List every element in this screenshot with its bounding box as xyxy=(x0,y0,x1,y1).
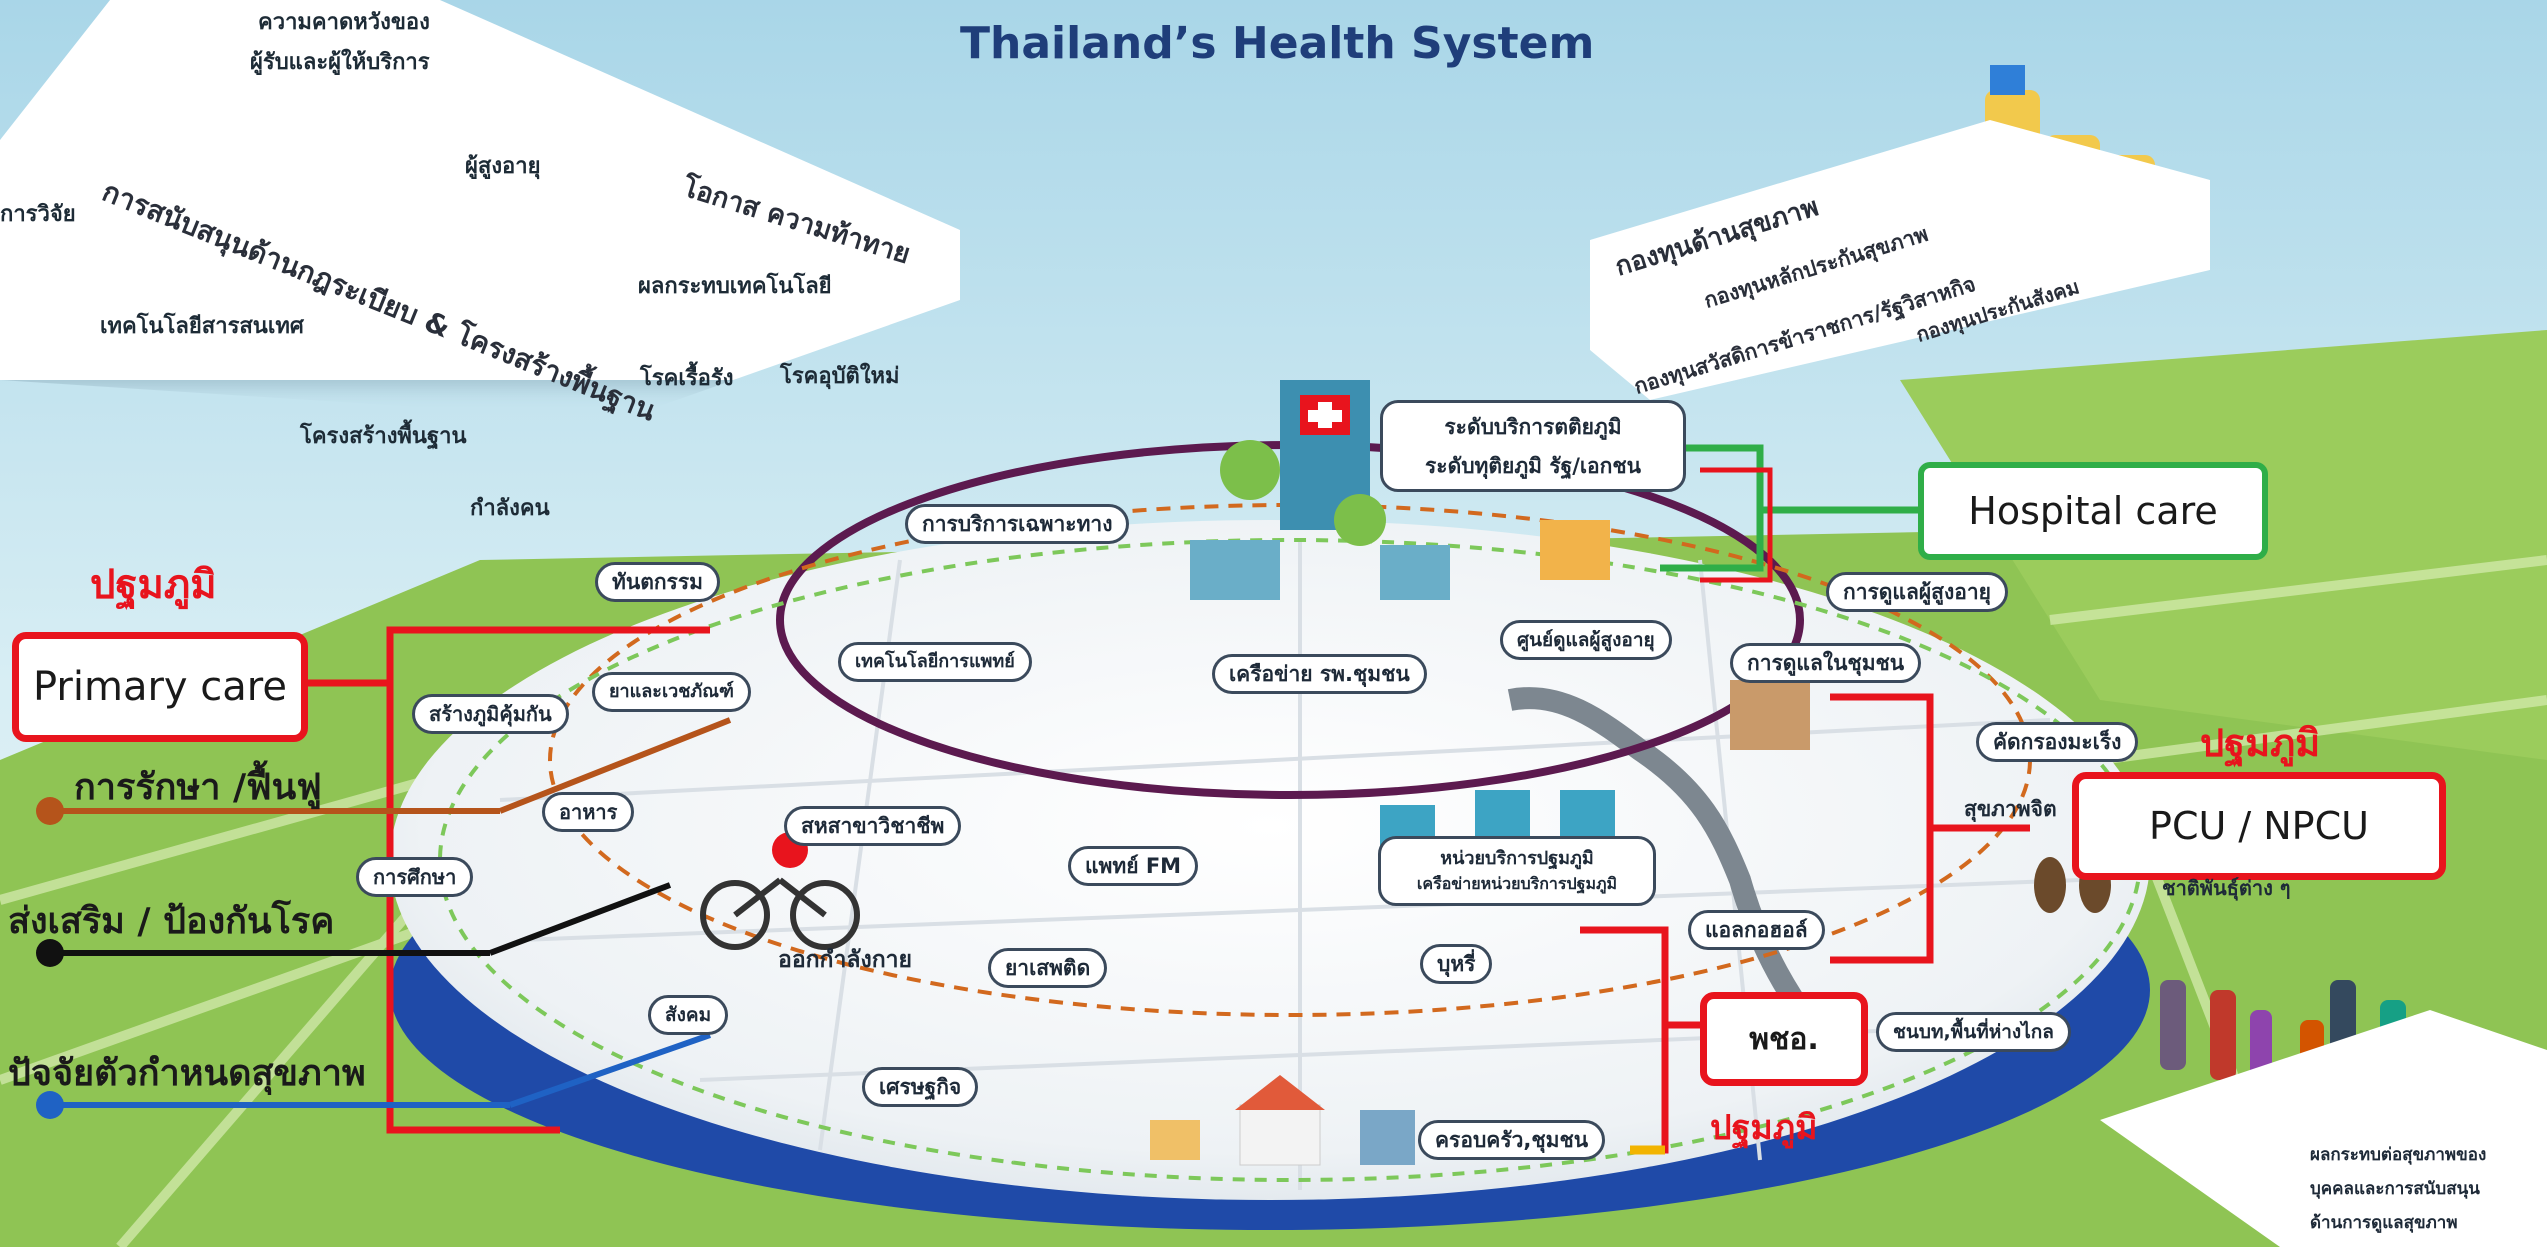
bicycle-figure xyxy=(700,877,860,950)
fm-doctor-label: แพทย์ FM xyxy=(1068,846,1199,886)
mental-health-label: สุขภาพจิต xyxy=(1964,797,2057,821)
pcu-network-box: หน่วยบริการปฐมภูมิ เครือข่ายหน่วยบริการป… xyxy=(1378,836,1656,906)
society-label: สังคม xyxy=(648,995,729,1035)
primary-left-title: ปฐมภูมิ xyxy=(90,562,217,608)
medical-tech-label: เทคโนโลยีการแพทย์ xyxy=(838,642,1032,682)
smoking-label: บุหรี่ xyxy=(1420,944,1493,984)
tech-impact-label: ผลกระทบเทคโนโลยี xyxy=(638,274,832,299)
infrastructure-label: โครงสร้างพื้นฐาน xyxy=(300,424,467,449)
impact-note-line-1: ผลกระทบต่อสุขภาพของ xyxy=(2310,1145,2487,1165)
determinants-label: ปัจจัยตัวกำหนดสุขภาพ xyxy=(8,1053,366,1094)
impact-note-line-3: ด้านการดูแลสุขภาพ xyxy=(2310,1213,2458,1233)
alcohol-label: แอลกอฮอล์ xyxy=(1688,910,1825,950)
allied-health-label: สหสาขาวิชาชีพ xyxy=(784,806,962,846)
hospital-level-box: ระดับบริการตติยภูมิ ระดับทุติยภูมิ รัฐ/เ… xyxy=(1380,400,1686,492)
page-title: Thailand’s Health System xyxy=(960,18,1595,69)
chronic-disease-label: โรคเรื้อรัง xyxy=(640,366,734,391)
pcu-network-label: เครือข่ายหน่วยบริการปฐมภูมิ xyxy=(1416,874,1618,893)
community-care-label: การดูแลในชุมชน xyxy=(1730,643,1922,683)
vhv-title: ปฐมภูมิ xyxy=(1710,1108,1818,1148)
immunity-label: สร้างภูมิคุ้มกัน xyxy=(412,694,569,734)
promotion-dot xyxy=(36,939,64,967)
emerging-disease-label: โรคอุบัติใหม่ xyxy=(780,364,900,389)
houses xyxy=(1150,1075,1415,1166)
pcu-npcu-box: PCU / NPCU xyxy=(2072,772,2446,880)
elderly-label: ผู้สูงอายุ xyxy=(465,154,541,179)
rural-remote-label: ชนบท,พื้นที่ห่างไกล xyxy=(1876,1012,2071,1052)
impact-note: ผลกระทบต่อสุขภาพของ บุคคลและการสนับสนุน … xyxy=(2310,1138,2486,1240)
treatment-label: การรักษา /ฟื้นฟู xyxy=(74,767,322,808)
narcotics-label: ยาเสพติด xyxy=(988,948,1108,988)
ethnic-groups-label: ชาติพันธุ์ต่าง ๆ xyxy=(2162,876,2291,900)
expectations-label: ความคาดหวังของ xyxy=(258,10,430,35)
education-label: การศึกษา xyxy=(356,857,474,897)
elderly-center-label: ศูนย์ดูแลผู้สูงอายุ xyxy=(1500,620,1672,660)
economy-label: เศรษฐกิจ xyxy=(862,1067,979,1107)
promotion-label: ส่งเสริม / ป้องกันโรค xyxy=(8,901,335,942)
pcu-title: ปฐมภูมิ xyxy=(2200,721,2321,765)
dental-label: ทันตกรรม xyxy=(595,562,720,602)
impact-note-line-2: บุคคลและการสนับสนุน xyxy=(2310,1179,2480,1199)
food-label: อาหาร xyxy=(542,792,635,832)
research-label: การวิจัย xyxy=(0,202,76,227)
elderly-care-label: การดูแลผู้สูงอายุ xyxy=(1826,572,2008,612)
treatment-dot xyxy=(36,797,64,825)
pcu-label: หน่วยบริการปฐมภูมิ xyxy=(1440,848,1594,869)
district-health-board-box: พชอ. xyxy=(1700,992,1868,1086)
receivers-providers-label: ผู้รับและผู้ให้บริการ xyxy=(250,50,430,75)
primary-care-box: Primary care xyxy=(12,632,308,742)
drugs-supplies-label: ยาและเวชภัณฑ์ xyxy=(592,672,751,712)
family-community-label: ครอบครัว,ชุมชน xyxy=(1418,1120,1606,1160)
it-label: เทคโนโลยีสารสนเทศ xyxy=(100,314,304,339)
cancer-screening-label: คัดกรองมะเร็ง xyxy=(1976,722,2139,762)
workforce-label: กำลังคน xyxy=(470,496,550,521)
tertiary-level-label: ระดับบริการตติยภูมิ xyxy=(1444,415,1622,439)
hospital-care-box: Hospital care xyxy=(1918,462,2268,560)
determinants-dot xyxy=(36,1091,64,1119)
specialized-service-label: การบริการเฉพาะทาง xyxy=(905,504,1130,544)
exercise-label: ออกกำลังกาย xyxy=(778,947,913,973)
community-hospital-network-label: เครือข่าย รพ.ชุมชน xyxy=(1212,654,1427,694)
hospital-buildings xyxy=(1190,380,1610,600)
pcu-buildings xyxy=(1380,680,1810,850)
secondary-level-label: ระดับทุติยภูมิ รัฐ/เอกชน xyxy=(1425,454,1641,478)
